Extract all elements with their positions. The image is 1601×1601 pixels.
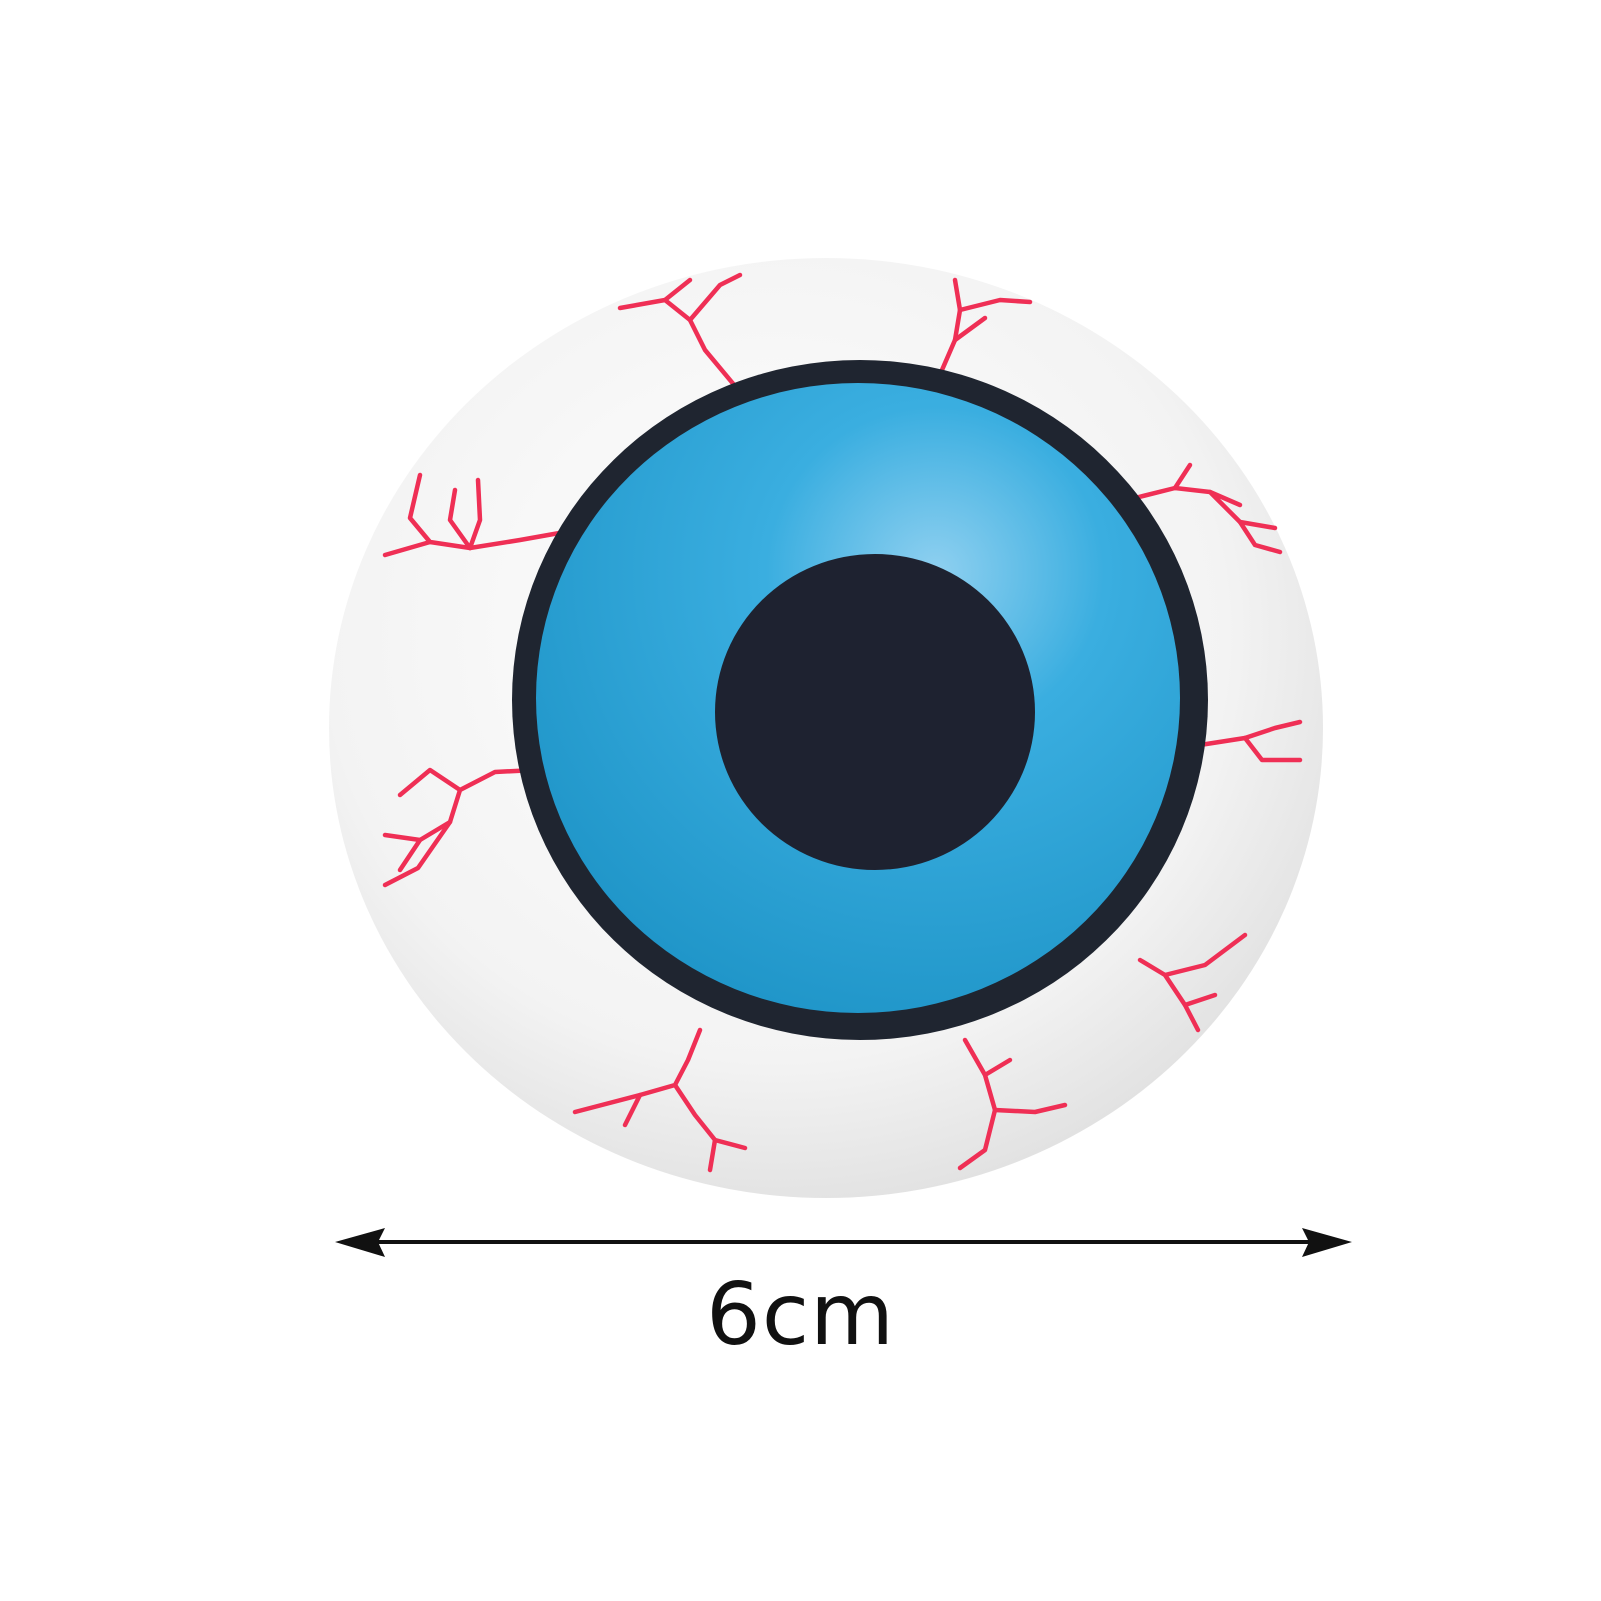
pupil [715,554,1035,870]
double-headed-arrow-icon [335,1228,1352,1257]
dimension-label: 6cm [706,1265,895,1365]
vein-lines [382,272,1303,1173]
